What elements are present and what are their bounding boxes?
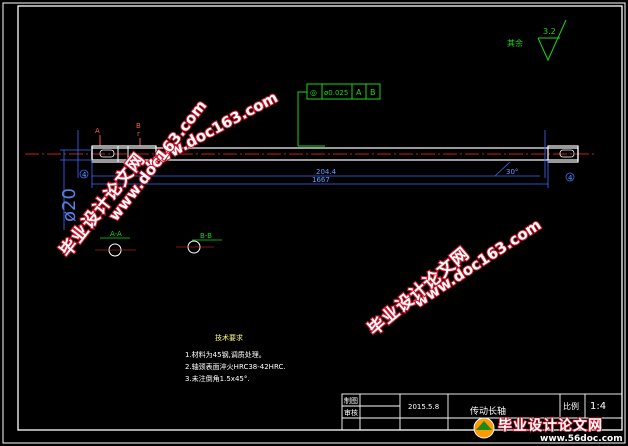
title-date: 2015.5.8: [408, 403, 439, 411]
keyway-left: [99, 149, 115, 158]
tolerance-value: ø0.025: [324, 89, 348, 97]
title-scale-value: 1:4: [590, 401, 606, 412]
note-3: 3.未注倒角1.5x45°.: [185, 374, 250, 383]
logo-leaf-icon: [476, 421, 492, 430]
dim-right-small: 4: [568, 174, 573, 182]
title-scale-label: 比例: [563, 401, 579, 411]
roughness-symbol: 其余 3.2: [507, 19, 567, 62]
section-mark-a: A: [95, 127, 100, 135]
dimensions: [60, 130, 575, 230]
title-part-name: 传动长轴: [470, 405, 506, 417]
dim-length-1: 204.4: [316, 168, 337, 176]
roughness-value: 3.2: [543, 27, 556, 36]
section-mark-b: B: [136, 122, 141, 130]
datum-a: A: [356, 88, 362, 97]
shaft-right-journal: [547, 145, 579, 163]
shaft-view: [25, 145, 595, 163]
drawing-frame: [17, 5, 623, 431]
footer-url: www.56doc.com: [540, 434, 623, 444]
note-1: 1.材料为45钢,调质处理。: [185, 350, 266, 359]
section-mark-b-sub: r: [137, 130, 140, 138]
note-2: 2.轴颈表面淬火HRC38-42HRC.: [185, 362, 286, 371]
tolerance-frame: ◎ ø0.025 A B: [297, 83, 381, 147]
shaft-left-journal: [91, 145, 157, 163]
roughness-label: 其余: [507, 38, 523, 48]
coaxiality-symbol: ◎: [310, 88, 317, 97]
watermark-cn-2: 毕业设计论文网: [364, 243, 474, 340]
keyway-right: [559, 149, 575, 158]
section-view-a: A-A: [95, 230, 136, 257]
dim-left-small: 4: [82, 171, 87, 179]
title-row-label-2: 审核: [344, 408, 358, 417]
watermark-url-3: www.doc163.com: [410, 216, 544, 312]
dim-chamfer-angle: 30°: [506, 168, 518, 176]
notes-title: 技术要求: [215, 333, 243, 342]
section-view-b: B-B: [176, 232, 222, 254]
title-row-label-1: 制图: [344, 396, 358, 405]
footer-logo: 毕业设计论文网 www.56doc.com: [473, 416, 623, 444]
section-a-label: A-A: [110, 230, 122, 238]
footer-cn: 毕业设计论文网: [498, 417, 603, 434]
section-b-label: B-B: [200, 232, 212, 240]
technical-notes: 技术要求 1.材料为45钢,调质处理。 2.轴颈表面淬火HRC38-42HRC.…: [185, 333, 286, 383]
datum-b: B: [370, 88, 376, 97]
dim-diameter: ø20: [59, 188, 80, 222]
section-marks: A B r: [95, 122, 141, 146]
dim-length-2: 1667: [312, 176, 330, 184]
